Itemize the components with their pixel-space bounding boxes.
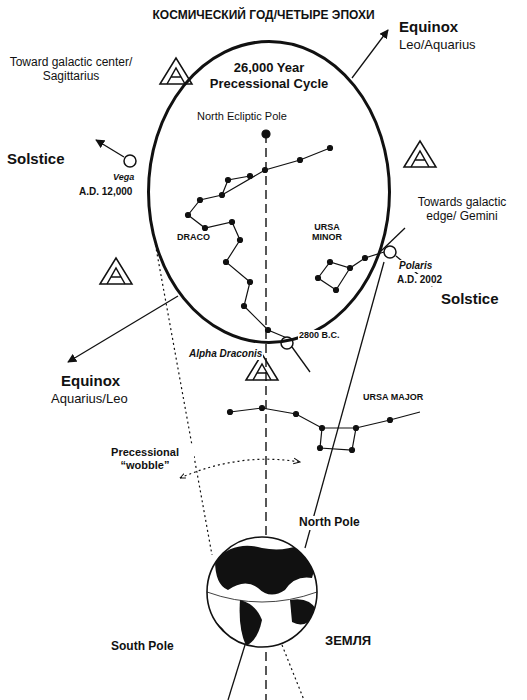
pole-label: South Pole [110, 640, 175, 654]
constellation-ursa-minor [316, 252, 385, 293]
direction-label: Toward galactic center/ Sagittarius [8, 56, 134, 84]
direction-label: Towards galactic edge/ Gemini [401, 196, 523, 224]
wobble-label: Precessional “wobble” [96, 446, 194, 471]
constellation-name: URSA MINOR [304, 222, 350, 243]
star-markers [124, 155, 396, 349]
sign-label: Leo/Aquarius [398, 38, 477, 53]
date-label: A.D. 12,000 [78, 186, 133, 198]
star-name: Alpha Draconis [188, 348, 263, 360]
earth-label: ЗЕМЛЯ [324, 634, 372, 649]
date-label: A.D. 2002 [396, 274, 443, 286]
constellation-ursa-major [228, 406, 421, 453]
cycle-circle: 26,000 Year Precessional Cycle [147, 40, 391, 344]
constellation-name: DRACO [176, 232, 211, 242]
equinox-label: Equinox [60, 372, 121, 389]
equinox-label: Equinox [398, 18, 459, 35]
earth-globe [205, 537, 318, 650]
pole-label: North Pole [298, 516, 361, 530]
solstice-label: Solstice [6, 150, 66, 167]
date-label: 2800 B.C. [298, 330, 341, 340]
solstice-label: Solstice [440, 290, 500, 307]
star-name: Polaris [398, 260, 433, 272]
cycle-title: 26,000 Year Precessional Cycle [204, 60, 334, 91]
sign-label: Aquarius/Leo [50, 392, 129, 407]
wobble-arc [180, 459, 300, 478]
star-name: Vega [112, 172, 135, 182]
pole-label: North Ecliptic Pole [196, 110, 288, 123]
cone-lines [150, 134, 384, 700]
constellation-name: URSA MAJOR [362, 392, 424, 402]
